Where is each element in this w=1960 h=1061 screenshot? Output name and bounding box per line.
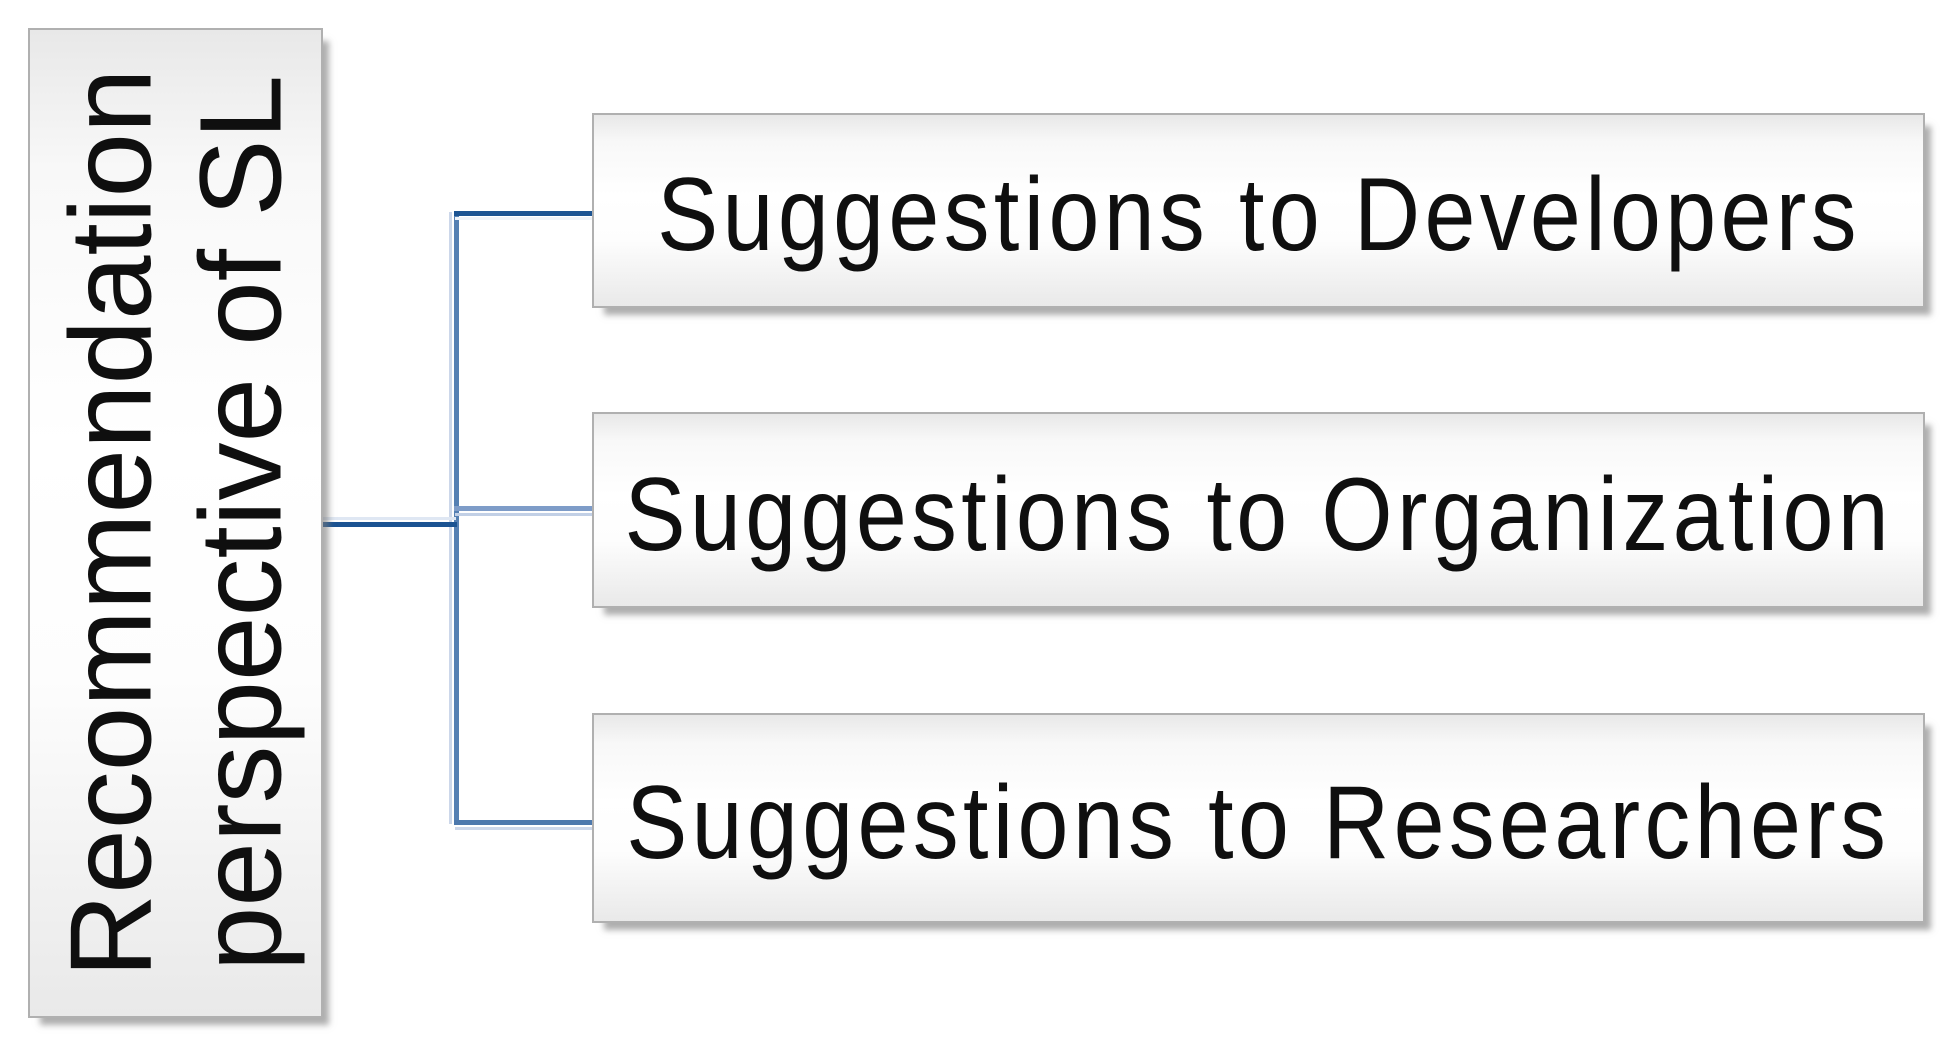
child-node-researchers: Suggestions to Researchers (592, 713, 1925, 923)
connector-branch-developers-line (454, 211, 594, 216)
connector-root-stem-line (321, 522, 457, 527)
connector-branch-organization-line (454, 506, 594, 511)
connector-trunk-line (454, 211, 459, 825)
root-node-label-line-2: perspective of SL (175, 74, 306, 972)
root-node-label: Recommendation perspective of SL (46, 68, 306, 977)
child-node-developers: Suggestions to Developers (592, 113, 1925, 308)
child-node-researchers-label: Suggestions to Researchers (626, 764, 1891, 881)
connector-branch-researchers-line (454, 820, 594, 825)
root-node-recommendation-perspective: Recommendation perspective of SL (28, 28, 323, 1018)
child-node-developers-label: Suggestions to Developers (656, 157, 1861, 273)
root-node-label-line-1: Recommendation (45, 68, 176, 978)
child-node-organization: Suggestions to Organization (592, 412, 1925, 608)
child-node-organization-label: Suggestions to Organization (624, 456, 1893, 573)
